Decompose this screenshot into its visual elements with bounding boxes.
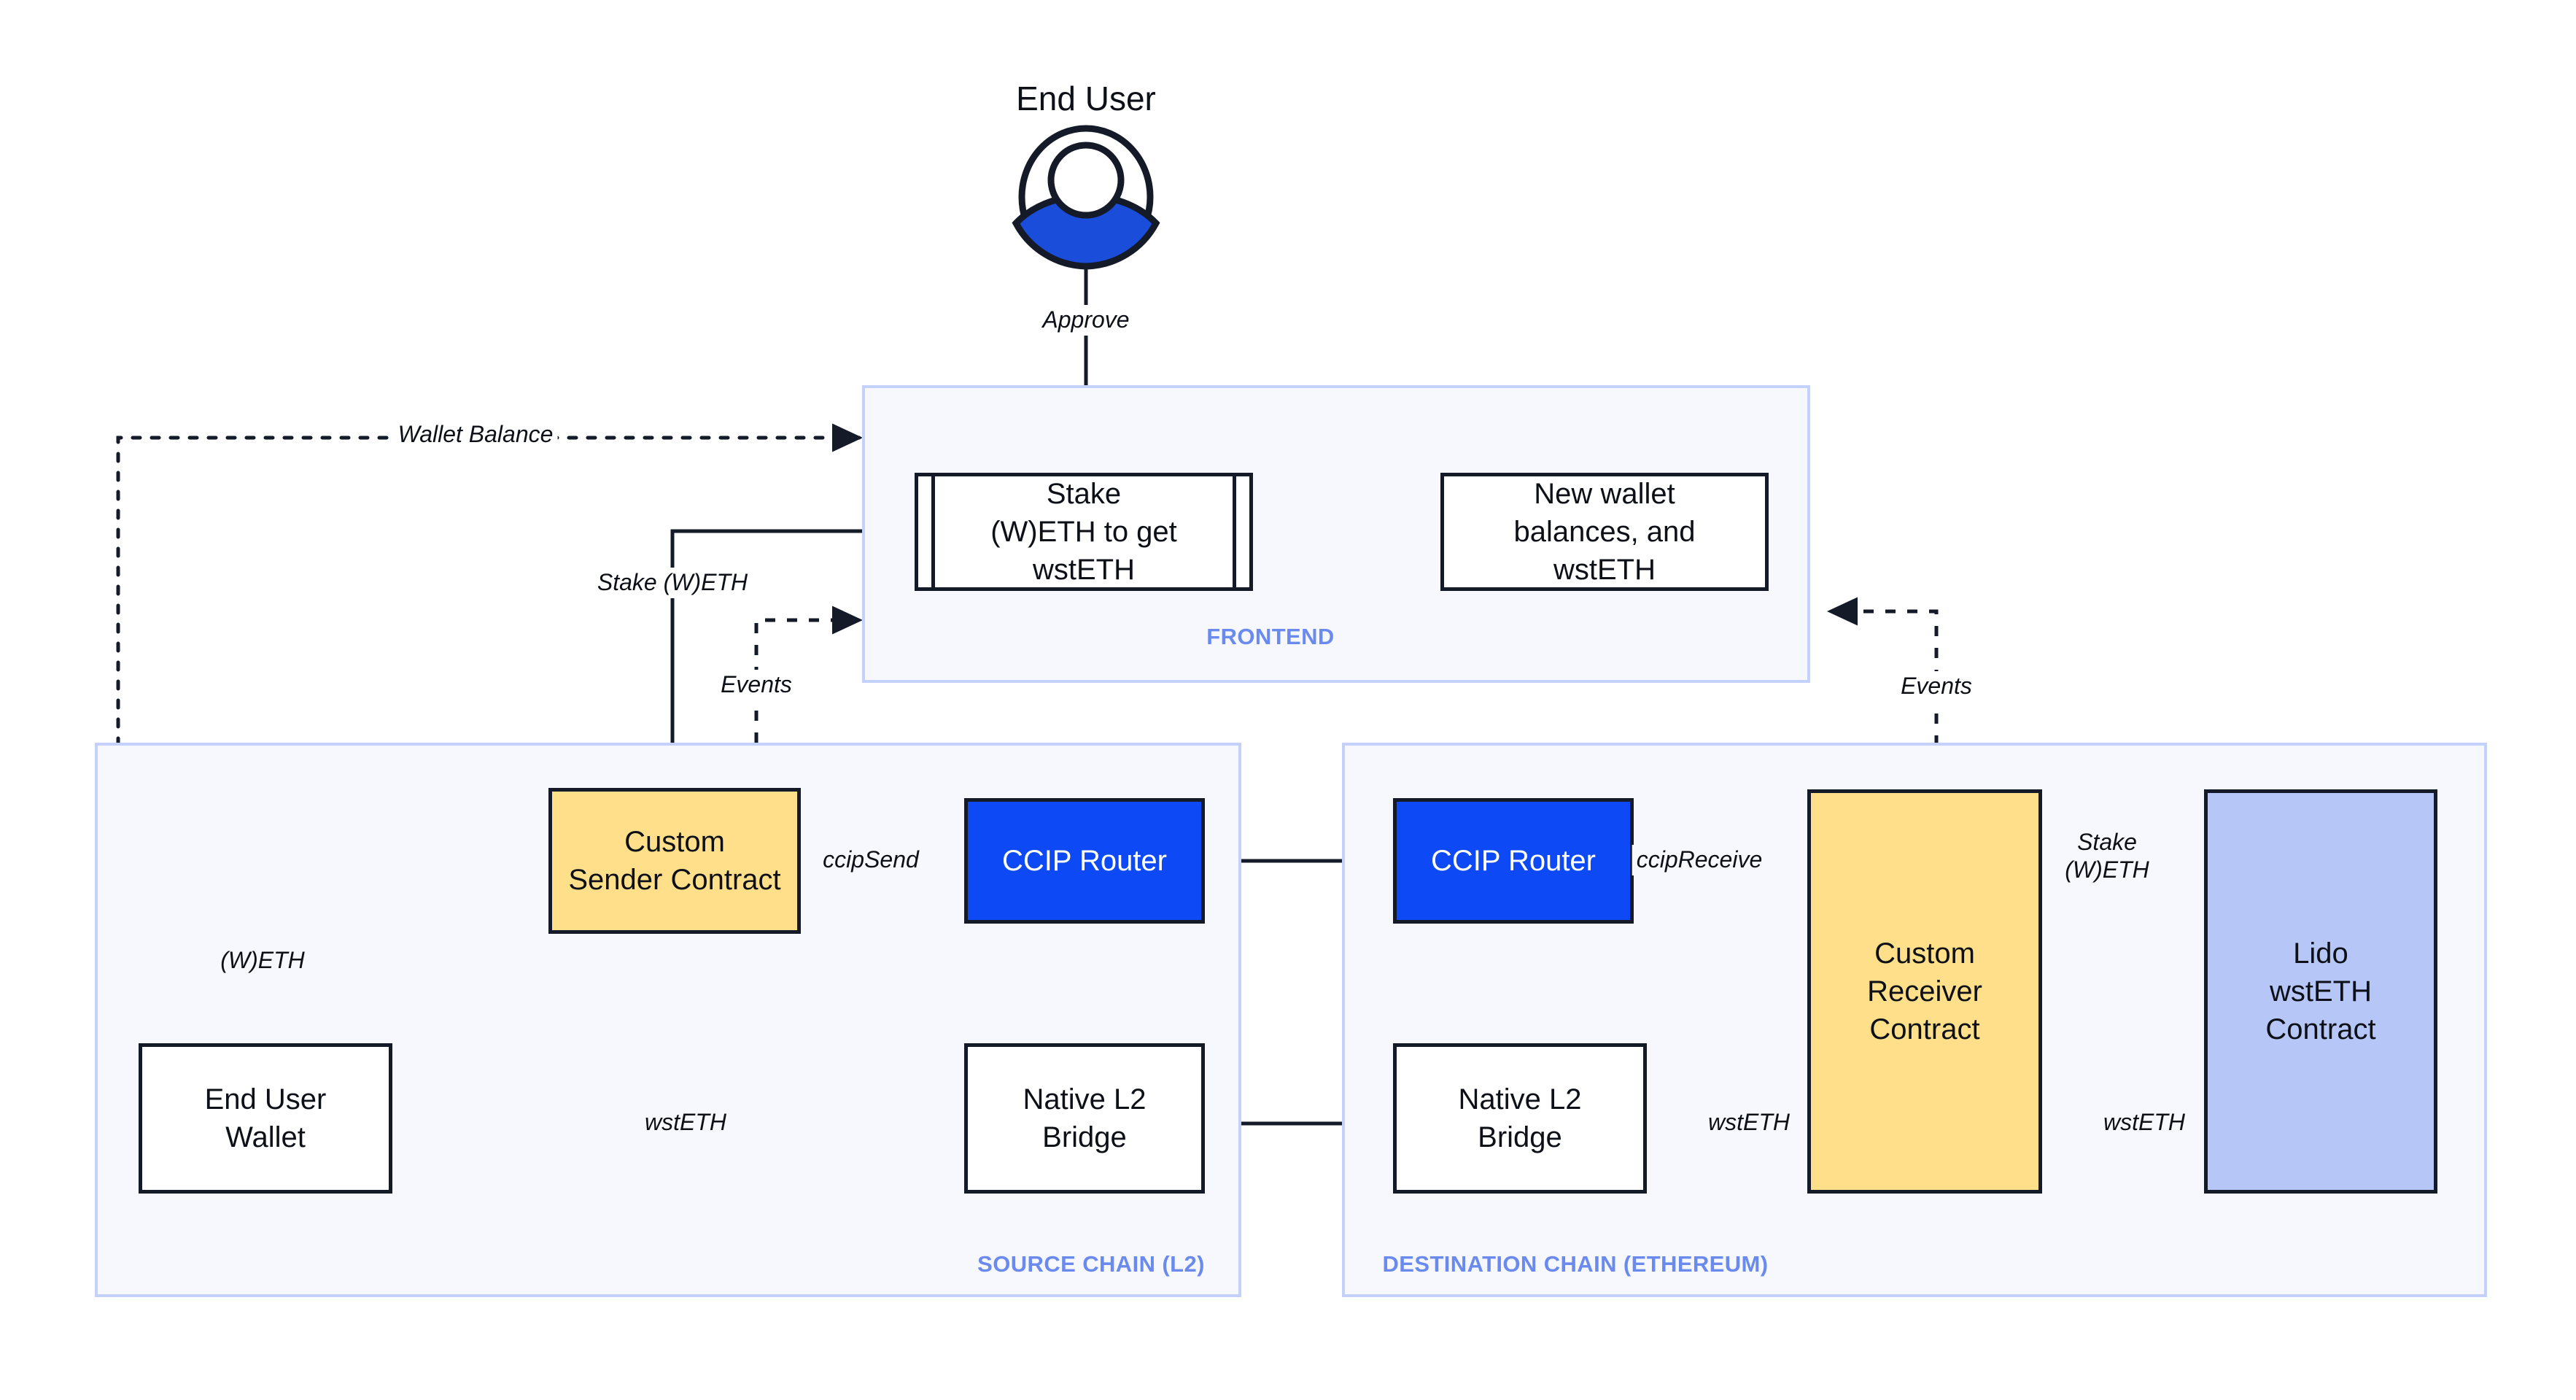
node-lido-contract[interactable]: Lido wstETH Contract xyxy=(2204,789,2437,1194)
edge-label-wallet-balance: Wallet Balance xyxy=(393,419,558,450)
process-bar-left xyxy=(931,476,935,587)
edge-label-stake-weth: Stake (W)ETH xyxy=(592,568,753,598)
edge-label-ccip-receive: ccipReceive xyxy=(1632,845,1767,875)
node-label: Lido wstETH Contract xyxy=(2265,937,2376,1045)
node-bridge-destination[interactable]: Native L2 Bridge xyxy=(1393,1043,1647,1194)
process-bar-right xyxy=(1233,476,1236,587)
group-label-frontend: FRONTEND xyxy=(1206,624,1335,649)
node-sender-contract[interactable]: Custom Sender Contract xyxy=(548,788,801,934)
edge-label-approve: Approve xyxy=(1038,305,1134,336)
node-end-user-wallet[interactable]: End User Wallet xyxy=(139,1043,392,1194)
user-avatar-icon xyxy=(1012,125,1160,270)
node-label: Stake (W)ETH to get wstETH xyxy=(990,478,1177,586)
edge-label-wsteth-bridge: wstETH xyxy=(1704,1107,1794,1138)
edge-label-events-source: Events xyxy=(716,670,796,700)
node-label: CCIP Router xyxy=(1001,845,1167,877)
edge-label-wsteth-lido: wstETH xyxy=(2099,1107,2189,1138)
node-label: CCIP Router xyxy=(1430,845,1596,877)
node-router-destination[interactable]: CCIP Router xyxy=(1393,798,1634,924)
group-label-source-chain: SOURCE CHAIN (L2) xyxy=(977,1251,1205,1277)
actor-title-end-user: End User xyxy=(1016,80,1156,117)
node-label: Custom Sender Contract xyxy=(568,826,781,896)
node-label: Custom Receiver Contract xyxy=(1867,937,1982,1045)
edge-stake-weth xyxy=(658,529,915,784)
node-router-source[interactable]: CCIP Router xyxy=(964,798,1205,924)
edge-label-wsteth-wallet: wstETH xyxy=(640,1107,731,1138)
node-stake-form[interactable]: Stake (W)ETH to get wstETH xyxy=(915,473,1253,591)
node-receiver-contract[interactable]: Custom Receiver Contract xyxy=(1807,789,2042,1194)
node-bridge-source[interactable]: Native L2 Bridge xyxy=(964,1043,1205,1194)
group-label-destination-chain: DESTINATION CHAIN (ETHEREUM) xyxy=(1382,1251,1769,1277)
node-label: End User Wallet xyxy=(204,1083,327,1153)
edge-label-weth-in: (W)ETH xyxy=(216,945,309,976)
edge-label-events-dest: Events xyxy=(1896,671,1976,702)
edge-label-ccip-send: ccipSend xyxy=(818,845,923,875)
node-label: Native L2 Bridge xyxy=(1458,1083,1582,1153)
node-label: New wallet balances, and wstETH xyxy=(1513,478,1696,586)
edge-events-dest xyxy=(1827,597,1939,789)
node-label: Native L2 Bridge xyxy=(1023,1083,1147,1153)
node-new-balances[interactable]: New wallet balances, and wstETH xyxy=(1440,473,1769,591)
edge-label-stake-weth-dest: Stake (W)ETH xyxy=(2060,827,2154,886)
